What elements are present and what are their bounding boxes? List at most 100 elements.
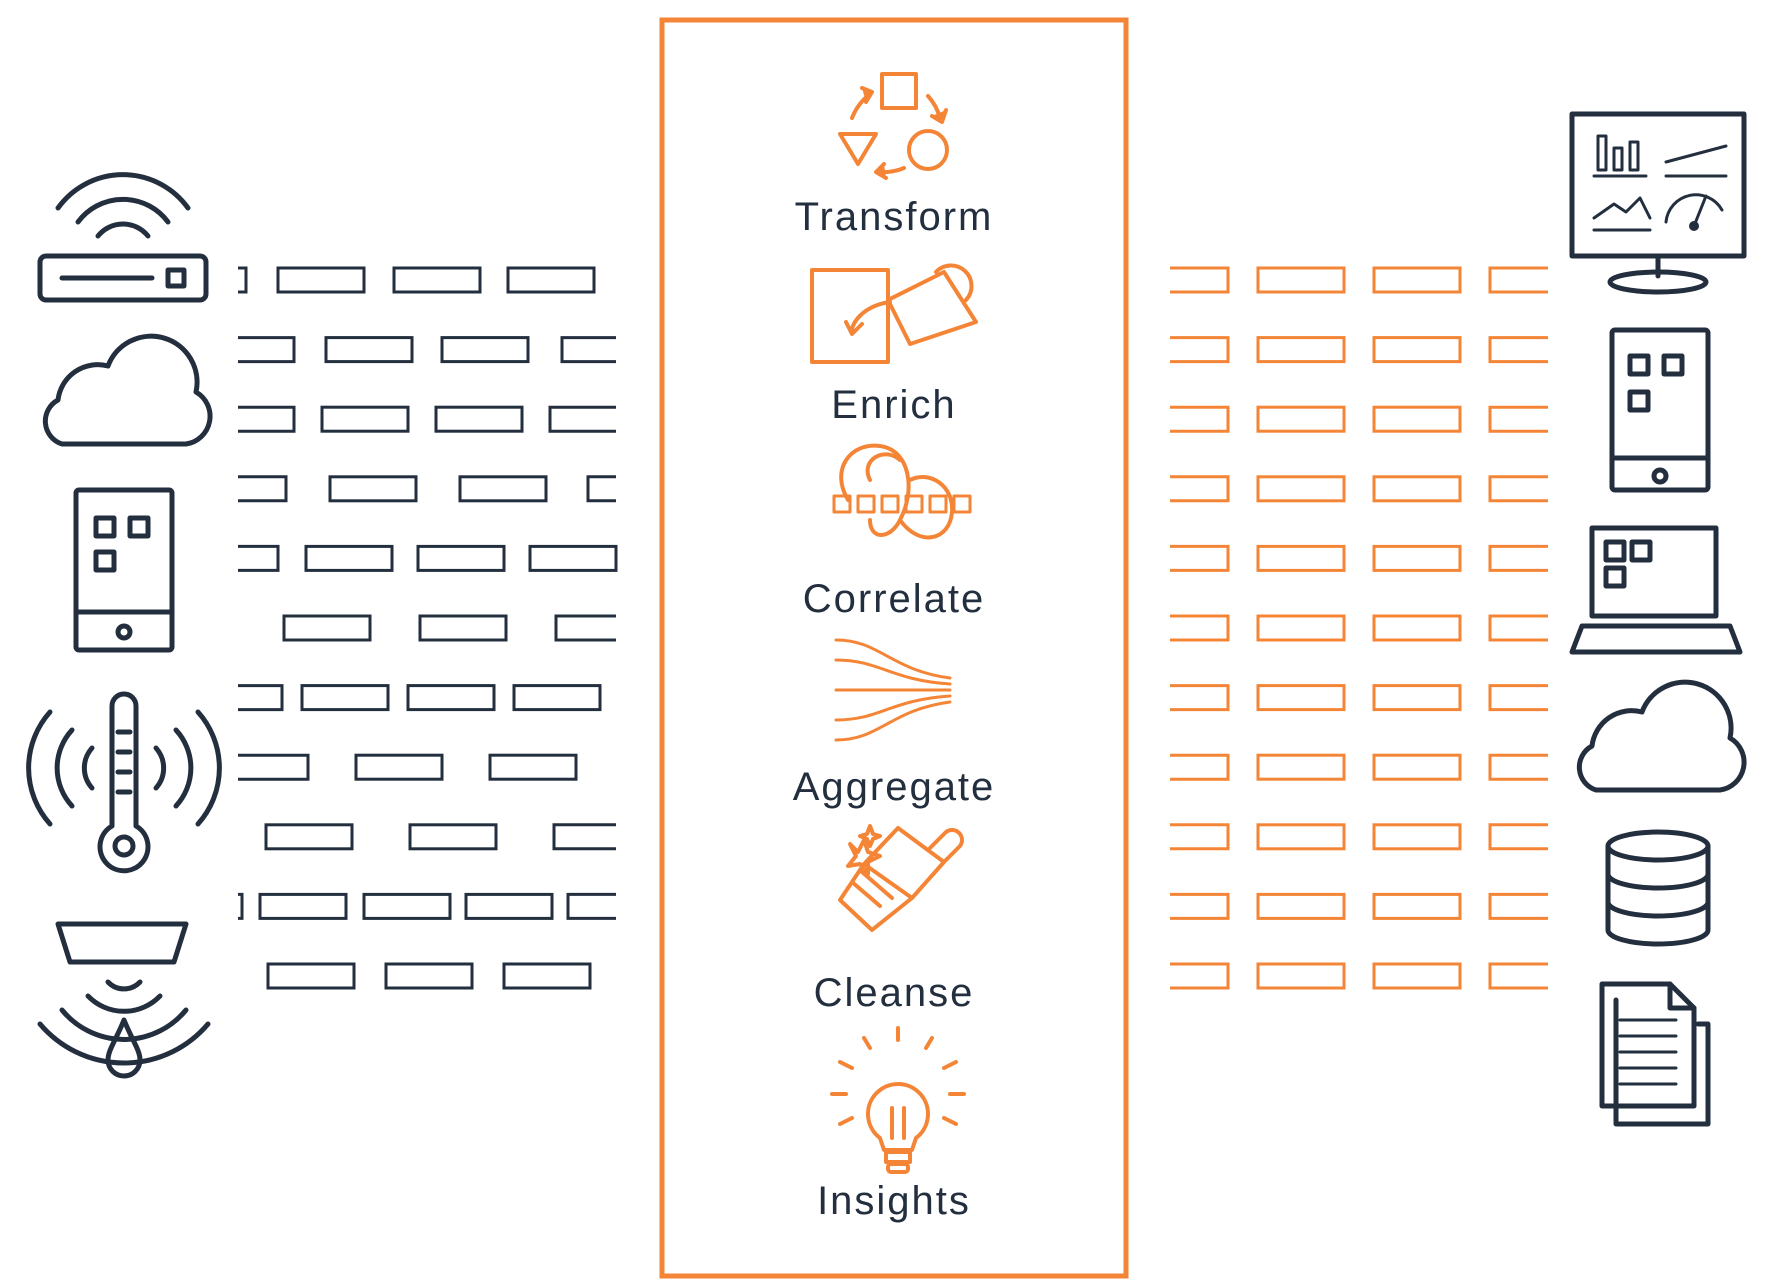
input-data-packet bbox=[238, 405, 296, 433]
input-data-packet bbox=[304, 544, 394, 572]
output-data-packet bbox=[1372, 405, 1462, 433]
output-data-packet bbox=[1256, 544, 1346, 572]
input-data-packet bbox=[408, 823, 498, 851]
output-data-packet bbox=[1170, 962, 1230, 990]
output-data-packet bbox=[1170, 544, 1230, 572]
mobile-phone-icon bbox=[73, 487, 175, 653]
output-data-packet bbox=[1488, 684, 1548, 712]
input-data-packet bbox=[554, 614, 616, 642]
aggregate-merge-lines-icon bbox=[834, 638, 952, 742]
input-data-packet bbox=[362, 892, 452, 920]
input-data-packet bbox=[282, 614, 372, 642]
output-data-packet bbox=[1170, 614, 1230, 642]
output-data-packet bbox=[1488, 405, 1548, 433]
input-data-packet bbox=[434, 405, 524, 433]
input-data-packet bbox=[506, 266, 596, 294]
laptop-icon bbox=[1569, 525, 1743, 655]
input-data-packet bbox=[238, 892, 244, 920]
input-data-packet bbox=[276, 266, 366, 294]
input-data-packet bbox=[566, 892, 616, 920]
output-data-packet bbox=[1170, 336, 1230, 364]
input-data-packet bbox=[266, 962, 356, 990]
output-data-packet bbox=[1488, 266, 1548, 294]
input-data-packet bbox=[238, 336, 296, 364]
input-data-packet bbox=[392, 266, 482, 294]
input-data-packet bbox=[488, 753, 578, 781]
input-data-packet bbox=[502, 962, 592, 990]
output-data-packet bbox=[1170, 823, 1230, 851]
output-data-packet bbox=[1372, 266, 1462, 294]
output-data-packet bbox=[1170, 753, 1230, 781]
output-data-packet bbox=[1256, 614, 1346, 642]
input-data-packet bbox=[238, 544, 280, 572]
output-data-packet bbox=[1372, 544, 1462, 572]
input-data-packet bbox=[418, 614, 508, 642]
input-data-packet bbox=[238, 266, 248, 294]
processing-icons bbox=[810, 72, 978, 1174]
input-data-packet bbox=[548, 405, 616, 433]
input-data-packet bbox=[528, 544, 618, 572]
wifi-router-icon bbox=[37, 172, 209, 303]
documents-icon bbox=[1599, 981, 1711, 1127]
output-data-packet bbox=[1170, 892, 1230, 920]
output-data-packet bbox=[1488, 823, 1548, 851]
input-data-packet bbox=[464, 892, 554, 920]
source-devices bbox=[26, 172, 222, 1079]
output-data-packet bbox=[1170, 684, 1230, 712]
input-data-packet bbox=[238, 475, 288, 503]
output-data-packet bbox=[1256, 753, 1346, 781]
cleanse-brush-icon bbox=[838, 824, 964, 932]
drip-sensor-icon bbox=[37, 921, 211, 1079]
input-data-packet bbox=[238, 753, 310, 781]
input-data-packet bbox=[238, 684, 284, 712]
output-data-packet bbox=[1488, 753, 1548, 781]
input-data-packet bbox=[406, 684, 496, 712]
output-data-packet bbox=[1488, 475, 1548, 503]
input-data-packet bbox=[354, 753, 444, 781]
output-data-packet bbox=[1170, 266, 1230, 294]
step-label-transform: Transform bbox=[795, 195, 994, 239]
output-data-packet bbox=[1372, 475, 1462, 503]
cloud-icon bbox=[42, 333, 213, 447]
output-data-packet bbox=[1256, 336, 1346, 364]
output-data-packet bbox=[1256, 266, 1346, 294]
input-data-packet bbox=[552, 823, 616, 851]
output-data-packet bbox=[1372, 962, 1462, 990]
input-data-packet bbox=[264, 823, 354, 851]
dashboard-monitor-icon bbox=[1569, 111, 1747, 295]
input-data-packet bbox=[458, 475, 548, 503]
tablet-icon bbox=[1609, 327, 1711, 493]
input-data-packet bbox=[384, 962, 474, 990]
output-data-packet bbox=[1170, 405, 1230, 433]
output-data-packet bbox=[1488, 336, 1548, 364]
input-data-packet bbox=[560, 336, 616, 364]
database-icon bbox=[1605, 829, 1711, 947]
output-data-packet bbox=[1488, 892, 1548, 920]
output-data-packet bbox=[1372, 614, 1462, 642]
input-data-packet bbox=[258, 892, 348, 920]
processing-step-labels: Transform Enrich Correlate Aggregate Cle… bbox=[793, 195, 994, 1223]
output-data-packet bbox=[1256, 962, 1346, 990]
output-data-packet bbox=[1372, 336, 1462, 364]
output-data-packet bbox=[1488, 544, 1548, 572]
input-data-packet bbox=[300, 684, 390, 712]
input-data-packet bbox=[416, 544, 506, 572]
output-data-packet bbox=[1256, 892, 1346, 920]
step-label-insights: Insights bbox=[817, 1179, 971, 1223]
input-data-packet bbox=[440, 336, 530, 364]
enrich-watering-can-icon bbox=[810, 263, 978, 364]
output-data-stream bbox=[1170, 266, 1548, 990]
input-data-packet bbox=[324, 336, 414, 364]
output-data-packet bbox=[1488, 614, 1548, 642]
output-data-packet bbox=[1256, 405, 1346, 433]
insights-lightbulb-icon bbox=[830, 1026, 966, 1174]
input-data-packet bbox=[512, 684, 602, 712]
output-data-packet bbox=[1488, 962, 1548, 990]
cloud-icon bbox=[1576, 679, 1747, 793]
processing-box bbox=[659, 17, 1129, 1279]
step-label-enrich: Enrich bbox=[831, 383, 956, 427]
output-data-packet bbox=[1170, 475, 1230, 503]
correlate-chain-icon bbox=[832, 443, 972, 540]
output-data-packet bbox=[1372, 892, 1462, 920]
